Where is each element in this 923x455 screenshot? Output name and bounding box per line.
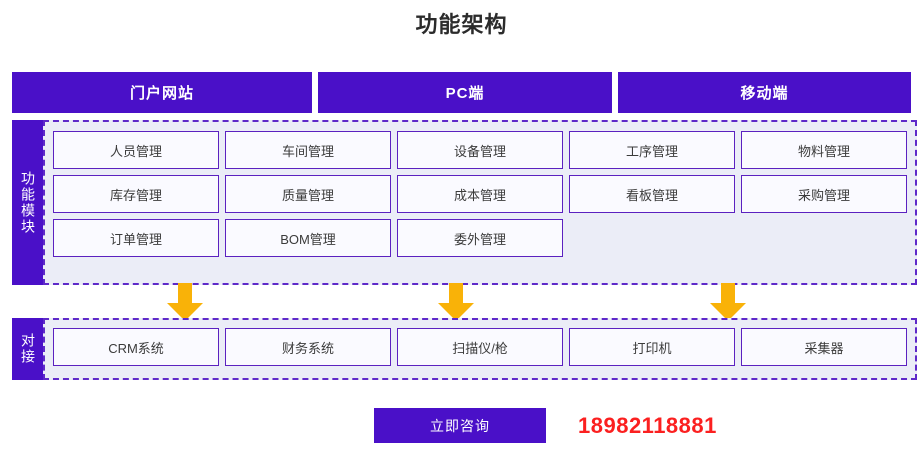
function-modules-label: 功能模块 [12,120,43,285]
module-cell[interactable]: 看板管理 [569,175,735,213]
module-cell[interactable]: 人员管理 [53,131,219,169]
module-cell[interactable]: 订单管理 [53,219,219,257]
interface-cell[interactable]: 财务系统 [225,328,391,366]
header-segment-label: 移动端 [740,85,789,102]
header-segment-portal[interactable]: 门户网站 [12,72,312,113]
arrow-down-icon [434,283,478,321]
interface-label-text: 对接 [20,333,36,365]
module-cell[interactable]: 库存管理 [53,175,219,213]
module-cell[interactable]: 设备管理 [397,131,563,169]
module-cell[interactable]: 工序管理 [569,131,735,169]
contact-phone-number: 18982118881 [578,412,717,438]
module-cell[interactable]: BOM管理 [225,219,391,257]
module-cell[interactable]: 委外管理 [397,219,563,257]
header-segment-label: PC端 [445,85,485,102]
interface-row: CRM系统 财务系统 扫描仪/枪 打印机 采集器 [53,328,907,366]
module-cell[interactable]: 物料管理 [741,131,907,169]
interface-cell[interactable]: CRM系统 [53,328,219,366]
arrow-down-icon [706,283,750,321]
interface-section: 对接 CRM系统 财务系统 扫描仪/枪 打印机 采集器 [12,318,917,380]
interface-body: CRM系统 财务系统 扫描仪/枪 打印机 采集器 [43,318,917,380]
page-title: 功能架构 [415,12,508,37]
consult-now-button[interactable]: 立即咨询 [374,408,546,443]
module-cell[interactable]: 采购管理 [741,175,907,213]
module-cell[interactable]: 质量管理 [225,175,391,213]
function-modules-label-text: 功能模块 [20,170,36,235]
function-modules-body: 人员管理 车间管理 设备管理 工序管理 物料管理 库存管理 质量管理 成本管理 … [43,120,917,285]
interface-label: 对接 [12,318,43,380]
header-bar: 门户网站 PC端 移动端 [12,72,911,113]
interface-cell[interactable]: 打印机 [569,328,735,366]
module-cell[interactable]: 车间管理 [225,131,391,169]
header-segment-label: 门户网站 [129,85,194,102]
module-row: 库存管理 质量管理 成本管理 看板管理 采购管理 [53,175,907,213]
header-segment-mobile[interactable]: 移动端 [618,72,911,113]
header-segment-pc[interactable]: PC端 [318,72,612,113]
module-row: 人员管理 车间管理 设备管理 工序管理 物料管理 [53,131,907,169]
interface-cell[interactable]: 采集器 [741,328,907,366]
function-modules-section: 功能模块 人员管理 车间管理 设备管理 工序管理 物料管理 库存管理 质量管理 … [12,120,917,285]
arrow-down-icon [163,283,207,321]
module-cell[interactable]: 成本管理 [397,175,563,213]
interface-cell[interactable]: 扫描仪/枪 [397,328,563,366]
module-row: 订单管理 BOM管理 委外管理 [53,219,907,257]
